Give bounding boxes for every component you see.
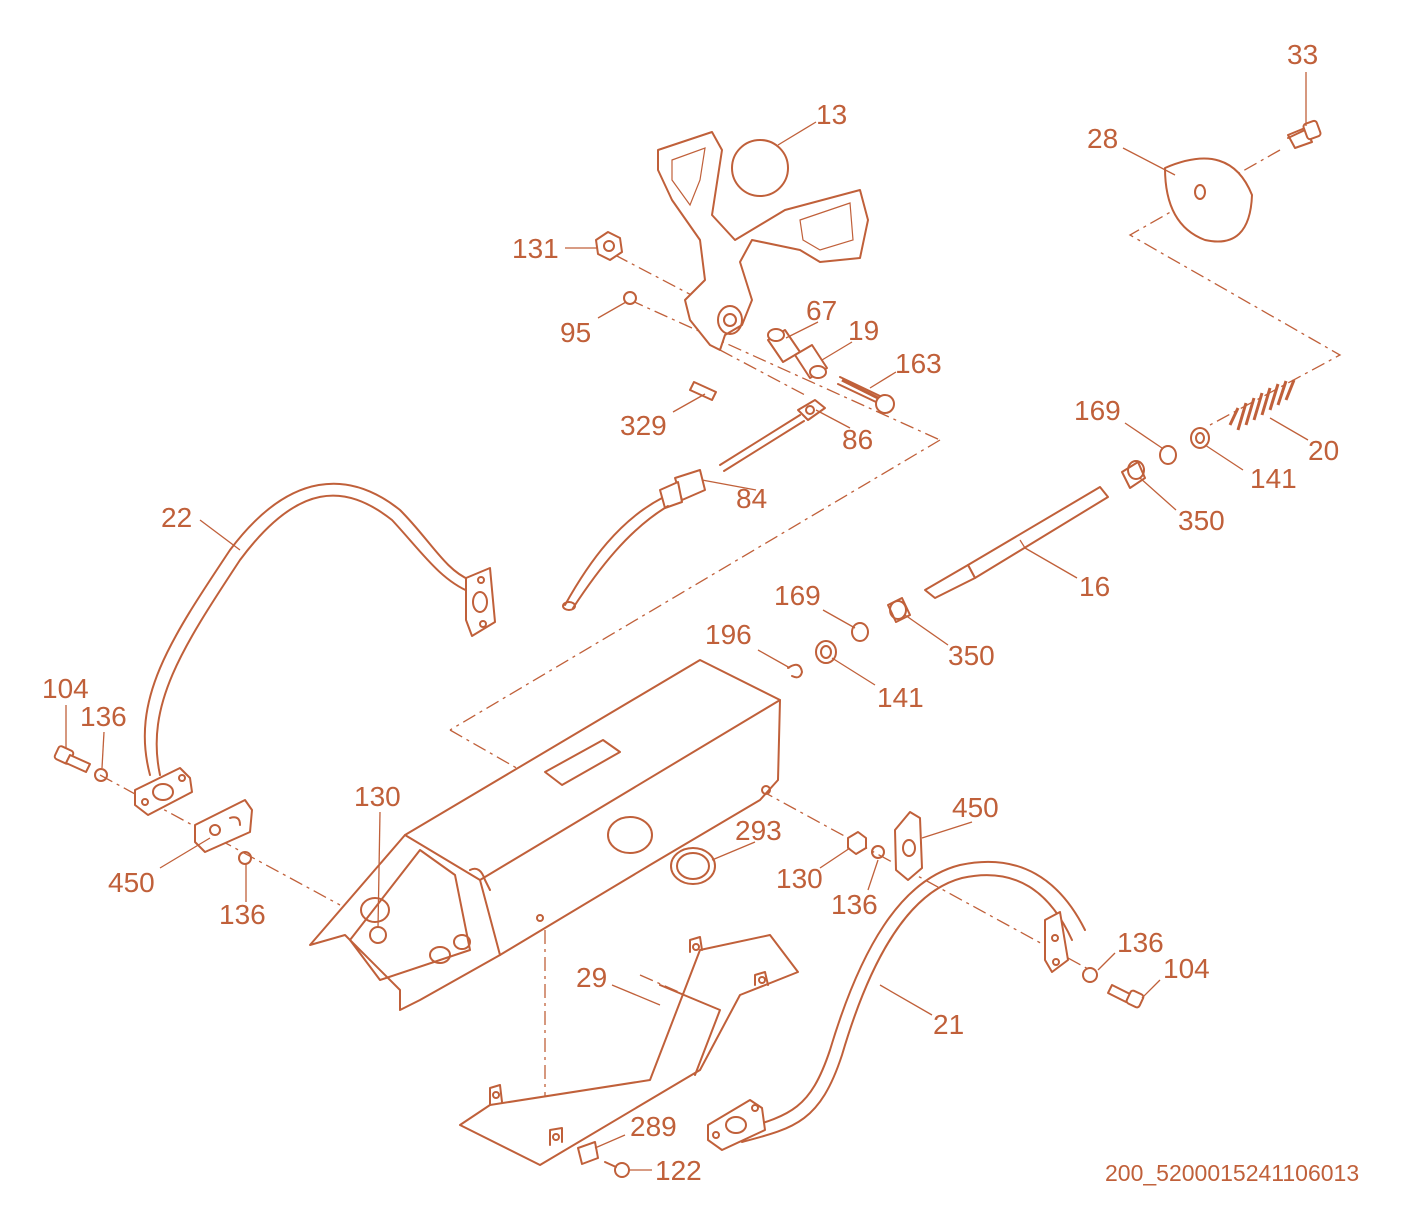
part-95-nut: [623, 291, 637, 305]
callout-130-left: 130: [354, 781, 401, 812]
part-289-clip: [577, 1141, 599, 1165]
part-136-washer-left: [94, 768, 108, 782]
callout-28: 28: [1087, 123, 1118, 154]
part-169-washer-low: [851, 622, 869, 642]
callout-19: 19: [848, 315, 879, 346]
part-67-bushing: [767, 328, 801, 363]
callout-329: 329: [620, 410, 667, 441]
part-450-plate-right: [894, 811, 923, 881]
callout-196: 196: [705, 619, 752, 650]
part-29-cover-plate: [459, 934, 799, 1166]
callout-20: 20: [1308, 435, 1339, 466]
callout-104-right: 104: [1163, 953, 1210, 984]
callout-350-low: 350: [948, 640, 995, 671]
part-196-clip: [787, 663, 803, 679]
callout-13: 13: [816, 99, 847, 130]
callout-450-right: 450: [952, 792, 999, 823]
callout-136-right-low: 136: [1117, 927, 1164, 958]
part-329-pin: [689, 381, 717, 401]
callout-33: 33: [1287, 39, 1318, 70]
main-frame-housing: [309, 659, 781, 1011]
callout-104-left: 104: [42, 673, 89, 704]
part-141-washer-low: [815, 640, 837, 664]
part-86-clevis: [797, 399, 826, 421]
part-104-bolt-left: [53, 745, 91, 773]
callout-450-left: 450: [108, 867, 155, 898]
callout-136-right: 136: [831, 889, 878, 920]
callout-84: 84: [736, 483, 767, 514]
part-21-handle: [707, 860, 1086, 1151]
part-20-spring: [1228, 379, 1296, 431]
part-13-lever: [657, 131, 869, 351]
part-19-bushing: [794, 344, 828, 379]
callout-95: 95: [560, 317, 591, 348]
callout-141-top: 141: [1250, 463, 1297, 494]
callout-169-low: 169: [774, 580, 821, 611]
callout-130-right: 130: [776, 863, 823, 894]
callout-136-left-low: 136: [219, 899, 266, 930]
callout-122: 122: [655, 1155, 702, 1186]
leader-lines: [65, 72, 1309, 1171]
callout-29: 29: [576, 962, 607, 993]
part-16-rod: [924, 486, 1109, 599]
callout-131: 131: [512, 233, 559, 264]
part-350-bushing-low: [887, 597, 911, 623]
callout-169-top: 169: [1074, 395, 1121, 426]
callout-86: 86: [842, 424, 873, 455]
callout-163: 163: [895, 348, 942, 379]
part-293-grommet: [670, 847, 716, 885]
part-33-bolt: [1287, 119, 1322, 149]
part-122-screw: [604, 1161, 630, 1178]
callout-350-top: 350: [1178, 505, 1225, 536]
callout-67: 67: [806, 295, 837, 326]
part-28-disc: [1164, 157, 1253, 243]
drawing-code: 200_5200015241106013: [1105, 1160, 1359, 1186]
part-450-plate-left: [194, 799, 253, 853]
part-22-handle: [134, 482, 496, 816]
part-350-bushing-top: [1121, 460, 1146, 489]
part-131-nut: [595, 231, 623, 261]
callout-289: 289: [630, 1111, 677, 1142]
part-130-nut-right: [847, 831, 867, 855]
part-136-washer-left-low: [238, 851, 252, 865]
callout-labels: 33 13 28 131 67 19 95 163 329 86 169 20 …: [42, 39, 1359, 1186]
callout-141-low: 141: [877, 682, 924, 713]
callout-136-left: 136: [80, 701, 127, 732]
callout-22: 22: [161, 502, 192, 533]
part-169-washer-top: [1159, 445, 1177, 465]
part-141-washer-top: [1190, 427, 1210, 449]
part-104-bolt-right: [1107, 984, 1145, 1009]
callout-293: 293: [735, 815, 782, 846]
part-163-bolt: [837, 376, 895, 414]
part-84-cable: [562, 414, 805, 611]
callout-21: 21: [933, 1009, 964, 1040]
part-136-washer-right-low: [1082, 967, 1098, 983]
part-136-washer-right: [871, 845, 885, 859]
callout-16: 16: [1079, 571, 1110, 602]
